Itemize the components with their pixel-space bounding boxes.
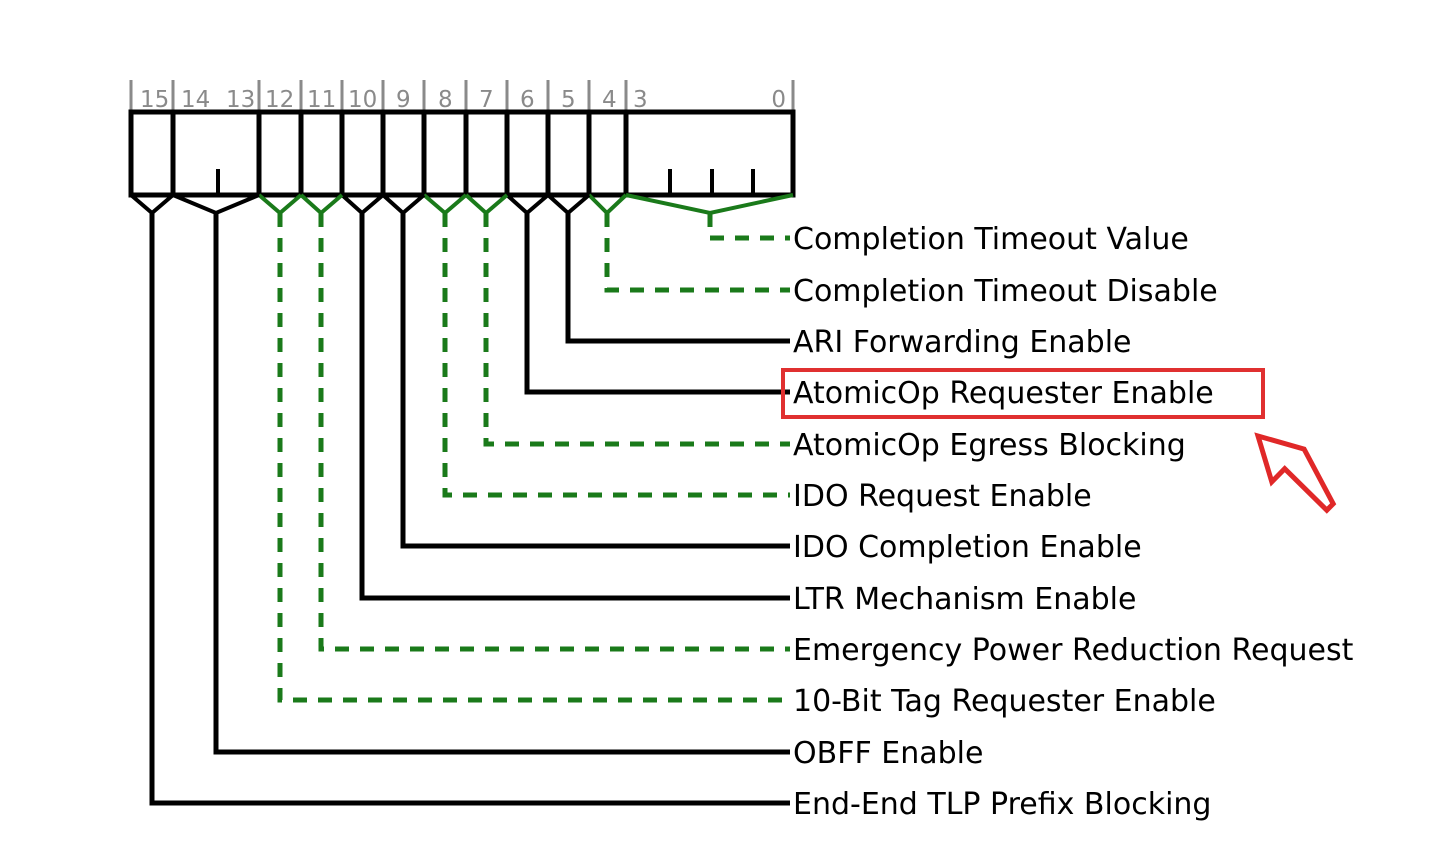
bit-number-8: 8 xyxy=(438,87,453,113)
bit-number-3: 3 xyxy=(633,87,648,113)
chevron-atomicop-egress-blocking xyxy=(464,193,509,216)
leader-completion-timeout-value xyxy=(625,193,794,241)
field-label-completion-timeout-value[interactable]: Completion Timeout Value xyxy=(793,222,1189,257)
leader-ido-completion-enable xyxy=(381,193,790,549)
bit-number-4: 4 xyxy=(602,87,617,113)
highlight-box xyxy=(781,368,1265,419)
leader-ltr-mechanism-enable xyxy=(340,193,790,601)
field-label-ari-forwarding-enable[interactable]: ARI Forwarding Enable xyxy=(793,325,1132,360)
bit-number-separators xyxy=(129,80,795,110)
leader-atomicop-requester-enable xyxy=(505,193,790,395)
leader-path-completion-timeout-disable xyxy=(604,213,790,293)
chevron-ltr-mechanism-enable xyxy=(340,193,385,216)
leader-lines xyxy=(129,193,794,806)
leader-path-end-end-tlp-prefix-blocking xyxy=(149,213,790,806)
bit-number-6: 6 xyxy=(520,87,535,113)
field-label-end-end-tlp-prefix-blocking[interactable]: End-End TLP Prefix Blocking xyxy=(793,787,1211,822)
bit-number-7: 7 xyxy=(479,87,494,113)
bit-number-5: 5 xyxy=(561,87,576,113)
field-label-ido-request-enable[interactable]: IDO Request Enable xyxy=(793,479,1092,514)
leader-ari-forwarding-enable xyxy=(546,193,790,344)
inner-subdivision-ticks xyxy=(216,169,755,195)
leader-obff-enable xyxy=(172,193,790,755)
chevron-emergency-power-reduction-request xyxy=(299,193,344,216)
leader-path-ltr-mechanism-enable xyxy=(359,213,790,601)
bit-number-9: 9 xyxy=(396,87,411,113)
leader-path-ido-completion-enable xyxy=(400,213,790,549)
chevron-completion-timeout-disable xyxy=(587,193,628,216)
mouse-cursor-arrow xyxy=(1254,432,1337,514)
field-label-atomicop-requester-enable[interactable]: AtomicOp Requester Enable xyxy=(793,376,1214,411)
highlight-rectangle xyxy=(781,368,1265,419)
leader-completion-timeout-disable xyxy=(587,193,790,293)
chevron-end-end-tlp-prefix-blocking xyxy=(129,193,175,216)
bit-number-0: 0 xyxy=(771,87,786,113)
field-label-atomicop-egress-blocking[interactable]: AtomicOp Egress Blocking xyxy=(793,428,1186,463)
field-label-completion-timeout-disable[interactable]: Completion Timeout Disable xyxy=(793,274,1218,309)
field-label-ltr-mechanism-enable[interactable]: LTR Mechanism Enable xyxy=(793,582,1136,617)
chevron-ido-request-enable xyxy=(422,193,468,216)
leader-path-ari-forwarding-enable xyxy=(565,213,790,344)
register-cells xyxy=(128,109,796,198)
leader-path-ten-bit-tag-requester-enable xyxy=(277,213,790,703)
leader-ten-bit-tag-requester-enable xyxy=(257,193,790,703)
leader-ido-request-enable xyxy=(422,193,790,498)
chevron-atomicop-requester-enable xyxy=(505,193,550,216)
leader-path-atomicop-requester-enable xyxy=(524,213,790,395)
bit-number-14: 14 xyxy=(181,87,210,113)
bit-number-12: 12 xyxy=(265,87,294,113)
cursor-arrow-outline xyxy=(1254,432,1337,514)
chevron-ari-forwarding-enable xyxy=(546,193,591,216)
bit-number-10: 10 xyxy=(348,87,377,113)
bit-number-11: 11 xyxy=(307,87,336,113)
bit-number-15: 15 xyxy=(140,87,169,113)
register-outline xyxy=(128,109,796,198)
leader-emergency-power-reduction-request xyxy=(299,193,790,652)
chevron-ido-completion-enable xyxy=(381,193,426,216)
leader-path-completion-timeout-value xyxy=(707,213,790,241)
leader-path-ido-request-enable xyxy=(442,213,790,498)
leader-path-emergency-power-reduction-request xyxy=(318,213,790,652)
leader-end-end-tlp-prefix-blocking xyxy=(129,193,790,806)
bit-number-13: 13 xyxy=(226,87,255,113)
chevron-completion-timeout-value xyxy=(625,193,794,216)
field-label-obff-enable[interactable]: OBFF Enable xyxy=(793,736,983,771)
field-label-ten-bit-tag-requester-enable[interactable]: 10-Bit Tag Requester Enable xyxy=(793,684,1216,719)
leader-path-atomicop-egress-blocking xyxy=(483,213,790,447)
chevron-obff-enable xyxy=(172,193,260,216)
leader-path-obff-enable xyxy=(213,213,790,755)
leader-atomicop-egress-blocking xyxy=(464,193,790,447)
chevron-ten-bit-tag-requester-enable xyxy=(257,193,303,216)
field-label-emergency-power-reduction-request[interactable]: Emergency Power Reduction Request xyxy=(793,633,1354,668)
field-label-ido-completion-enable[interactable]: IDO Completion Enable xyxy=(793,530,1142,565)
